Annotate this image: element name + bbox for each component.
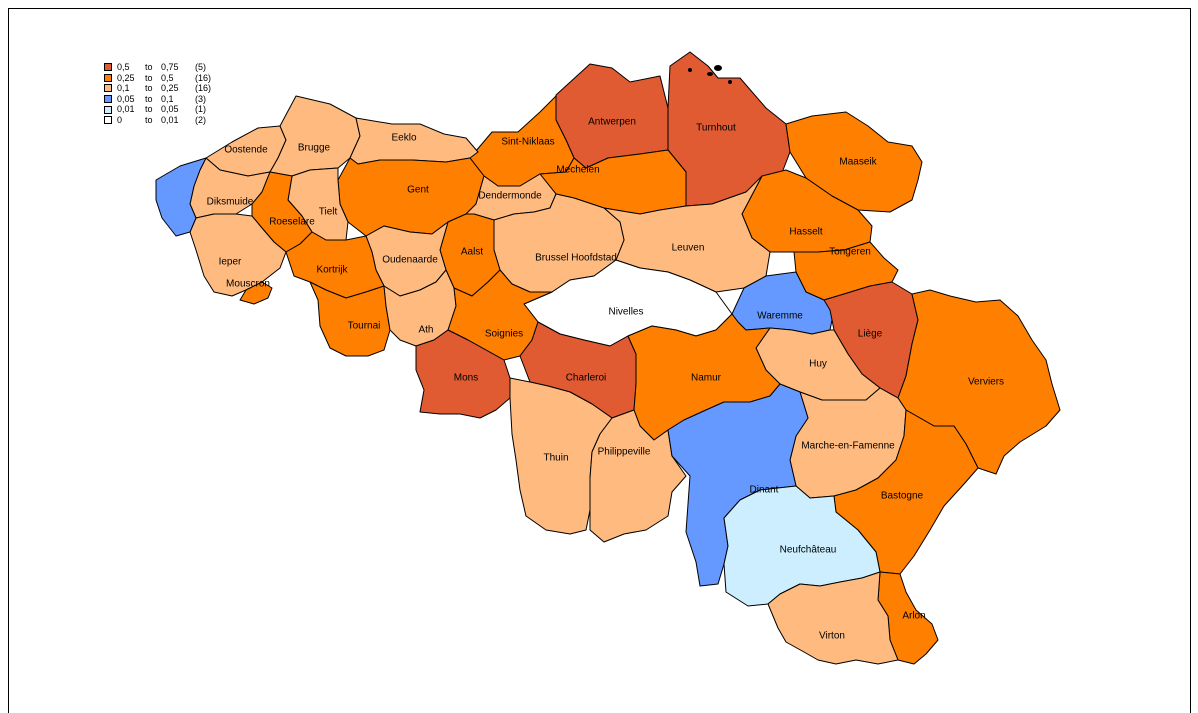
legend-high: 0,01 <box>161 114 179 125</box>
region-label: Dinant <box>750 485 779 496</box>
legend-count: (2) <box>195 114 206 125</box>
legend-count: (5) <box>195 62 206 72</box>
region-label: Aalst <box>461 247 483 258</box>
enclave-mark <box>728 80 732 84</box>
legend-swatch <box>104 63 112 72</box>
region-label: Nivelles <box>608 307 643 318</box>
legend-high: 0,25 <box>161 83 179 94</box>
region-label: Diksmuide <box>207 197 254 208</box>
legend-row: 0,25 to 0,5 (16) <box>104 73 225 84</box>
region-label: Oudenaarde <box>382 255 438 266</box>
legend-swatch <box>104 105 112 114</box>
legend-row: 0 to 0,01 (2) <box>104 115 225 126</box>
legend-high: 0,75 <box>161 62 179 72</box>
region-label: Virton <box>819 631 845 642</box>
region-label: Ieper <box>219 257 242 268</box>
legend-row: 0,1 to 0,25 (16) <box>104 83 225 94</box>
legend-to: to <box>145 83 153 94</box>
legend-row: 0,05 to 0,1 (3) <box>104 94 225 105</box>
legend-high: 0,5 <box>161 72 174 83</box>
region-label: Philippeville <box>598 447 651 458</box>
legend-swatch <box>104 95 112 104</box>
legend-to: to <box>145 93 153 104</box>
legend-swatch <box>104 73 112 82</box>
region-label: Mons <box>454 373 478 384</box>
region-philippeville <box>589 409 687 543</box>
legend-low: 0,5 <box>117 62 130 72</box>
region-label: Tournai <box>348 321 381 332</box>
region-verviers <box>897 289 1061 475</box>
region-label: Tielt <box>319 207 338 218</box>
legend: 0,5 to 0,75 (5) 0,25 to 0,5 (16) 0,1 to … <box>104 62 225 126</box>
enclave-mark <box>688 68 692 72</box>
legend-count: (3) <box>195 93 206 104</box>
legend-to: to <box>145 114 153 125</box>
legend-low: 0,01 <box>117 104 135 115</box>
legend-swatch <box>104 84 112 93</box>
region-label: Verviers <box>968 377 1004 388</box>
region-label: Eeklo <box>391 133 416 144</box>
legend-low: 0,05 <box>117 93 135 104</box>
region-label: Antwerpen <box>588 117 636 128</box>
region-label: Mechelen <box>556 165 599 176</box>
region-tournai <box>309 281 391 357</box>
legend-count: (16) <box>195 83 212 94</box>
region-label: Hasselt <box>789 227 823 238</box>
map-frame <box>8 8 1191 713</box>
region-label: Roeselare <box>269 217 315 228</box>
region-label: Sint-Niklaas <box>501 137 554 148</box>
region-label: Bastogne <box>881 491 924 502</box>
legend-count: (1) <box>195 104 206 115</box>
legend-row: 0,5 to 0,75 (5) <box>104 62 225 73</box>
region-label: Arlon <box>902 611 925 622</box>
region-label: Gent <box>407 185 429 196</box>
region-westhoek <box>155 157 207 237</box>
legend-to: to <box>145 62 153 72</box>
region-label: Waremme <box>757 311 803 322</box>
legend-to: to <box>145 104 153 115</box>
legend-row: 0,01 to 0,05 (1) <box>104 104 225 115</box>
region-virton <box>767 571 899 665</box>
region-label: Oostende <box>224 145 268 156</box>
legend-swatch <box>104 116 112 125</box>
enclave-mark <box>714 65 722 71</box>
region-label: Dendermonde <box>478 191 542 202</box>
region-label: Mouscron <box>226 279 270 290</box>
region-label: Charleroi <box>566 373 607 384</box>
region-label: Marche-en-Famenne <box>801 441 895 452</box>
legend-low: 0 <box>117 114 123 125</box>
region-mouscron <box>239 281 273 305</box>
region-label: Brussel Hoofdstad <box>535 253 617 264</box>
region-label: Brugge <box>298 143 331 154</box>
region-label: Kortrijk <box>316 265 348 276</box>
enclave-mark <box>707 72 713 76</box>
region-label: Thuin <box>543 453 568 464</box>
region-ieper <box>189 213 287 297</box>
region-label: Maaseik <box>839 157 877 168</box>
region-label: Liège <box>858 329 883 340</box>
region-label: Ath <box>418 325 433 336</box>
legend-to: to <box>145 72 153 83</box>
region-mons <box>415 329 511 419</box>
legend-high: 0,05 <box>161 104 179 115</box>
legend-high: 0,1 <box>161 93 174 104</box>
region-label: Namur <box>691 373 722 384</box>
legend-low: 0,1 <box>117 83 130 94</box>
region-label: Neufchâteau <box>780 545 837 556</box>
region-label: Turnhout <box>696 123 736 134</box>
legend-count: (16) <box>195 72 212 83</box>
region-label: Soignies <box>485 329 523 340</box>
region-label: Leuven <box>672 243 705 254</box>
region-label: Tongeren <box>829 247 871 258</box>
region-label: Huy <box>809 359 827 370</box>
legend-low: 0,25 <box>117 72 135 83</box>
